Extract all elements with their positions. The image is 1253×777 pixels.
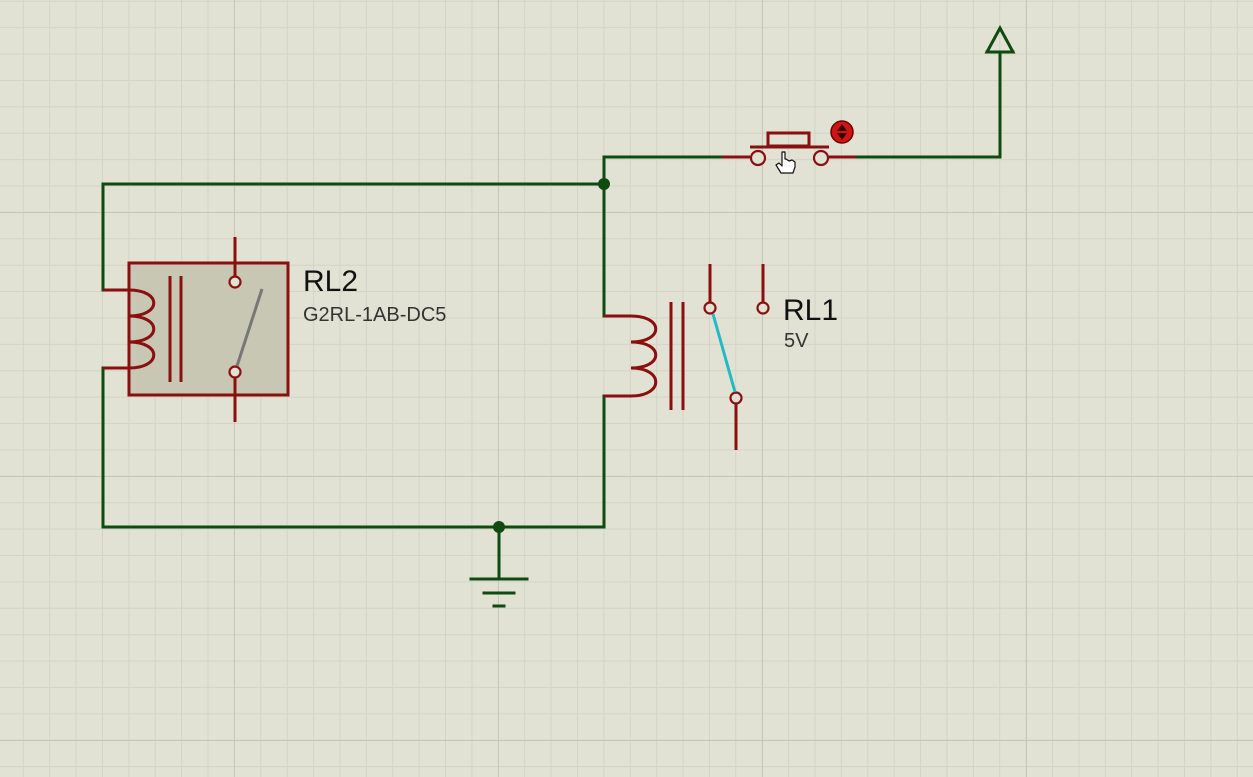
ground-symbol[interactable] <box>469 577 529 608</box>
relay-rl1[interactable] <box>604 264 770 450</box>
wire-top-rail[interactable] <box>101 182 606 292</box>
wire-rl2-coil-bottom[interactable] <box>101 366 501 529</box>
button-state-indicator[interactable] <box>830 120 854 144</box>
rl2-contact-arm <box>235 288 264 367</box>
rl1-contact-arm <box>711 313 737 393</box>
wires <box>101 50 1002 580</box>
pushbutton[interactable] <box>722 131 856 167</box>
hand-cursor-icon <box>775 151 796 174</box>
wire-to-button[interactable] <box>602 155 724 186</box>
power-terminal[interactable] <box>984 24 1016 54</box>
rl2-value-label: G2RL-1AB-DC5 <box>303 304 446 326</box>
wire-rl1-coil-bottom[interactable] <box>497 394 606 529</box>
rl1-value-label: 5V <box>784 330 809 352</box>
wire-button-to-power[interactable] <box>854 50 1002 159</box>
rl1-ref-label: RL1 <box>783 294 838 327</box>
junction-dot-bottom <box>493 521 505 533</box>
rl2-body <box>127 261 290 397</box>
rl2-ref-label: RL2 <box>303 265 358 298</box>
rl1-coil <box>630 314 658 398</box>
rl2-coil <box>128 288 156 370</box>
relay-rl2[interactable] <box>103 237 290 422</box>
junction-dot-top <box>598 178 610 190</box>
